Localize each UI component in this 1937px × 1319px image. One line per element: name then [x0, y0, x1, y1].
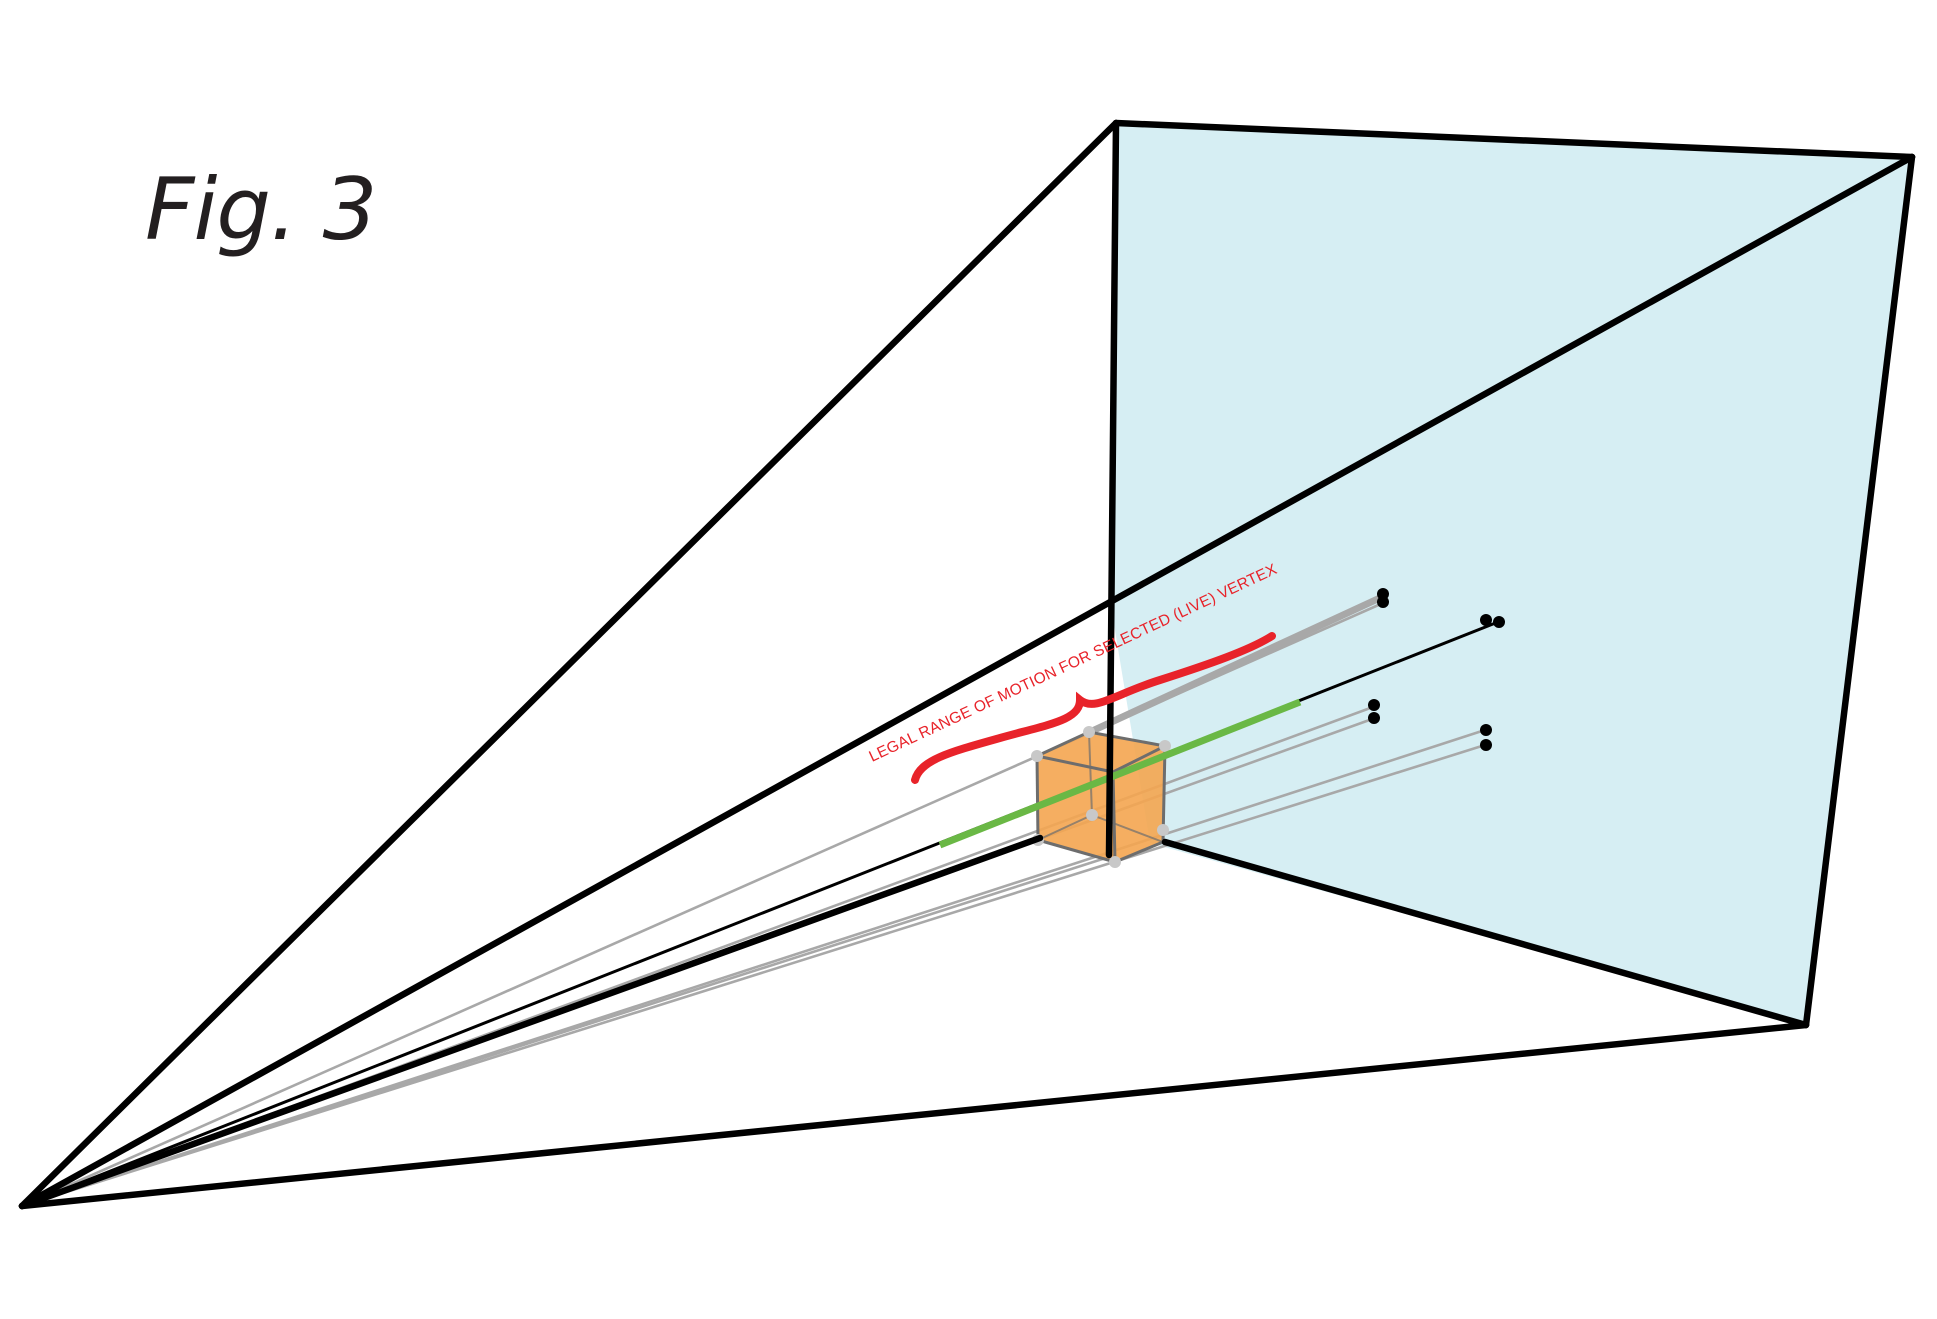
frustum-edge-lower-a [18, 834, 1044, 1210]
cube-vertex [1109, 856, 1121, 868]
ray-endpoints [1368, 588, 1505, 751]
top-vertex-ray [1088, 593, 1384, 736]
cube [1031, 726, 1171, 868]
ray-6 [21, 853, 1116, 1208]
frustum-edge-top [1112, 119, 1916, 161]
frustum-edge-vertical [1105, 119, 1120, 859]
frustum-edge-lower-b [1161, 838, 1810, 1029]
endpoint-dot [1480, 724, 1492, 736]
cube-vertex [1031, 750, 1043, 762]
endpoint-dot [1368, 712, 1380, 724]
annotation-brace [911, 632, 1276, 784]
endpoint-dot [1368, 699, 1380, 711]
cube-vertex [1159, 740, 1171, 752]
cube-hidden-edge-2 [1037, 814, 1093, 841]
cube-body [1037, 732, 1165, 862]
cube-hidden-edge-1 [1088, 731, 1093, 816]
frustum-edge-top-left [18, 119, 1120, 1210]
endpoint-dot [1377, 596, 1389, 608]
endpoint-dot [1493, 616, 1505, 628]
frustum-edge-right [1802, 153, 1916, 1029]
cube-hidden-edge-3 [1091, 814, 1164, 843]
endpoint-dot [1480, 739, 1492, 751]
cube-edge-fm [1111, 771, 1117, 863]
legal-range-segment [938, 698, 1302, 849]
cube-vertex [1157, 824, 1169, 836]
frustum-outline [18, 119, 1916, 1210]
frustum-edge-diagonal [18, 153, 1916, 1210]
cube-edge-fl [1035, 755, 1040, 841]
figure-title: Fig. 3 [145, 160, 377, 260]
frustum-edge-bottom [18, 1021, 1810, 1210]
cube-vertex [1083, 726, 1095, 738]
endpoint-dot [1480, 614, 1492, 626]
ray-5 [21, 743, 1486, 1208]
image-plane [1110, 123, 1912, 1025]
cube-vertex [1086, 809, 1098, 821]
